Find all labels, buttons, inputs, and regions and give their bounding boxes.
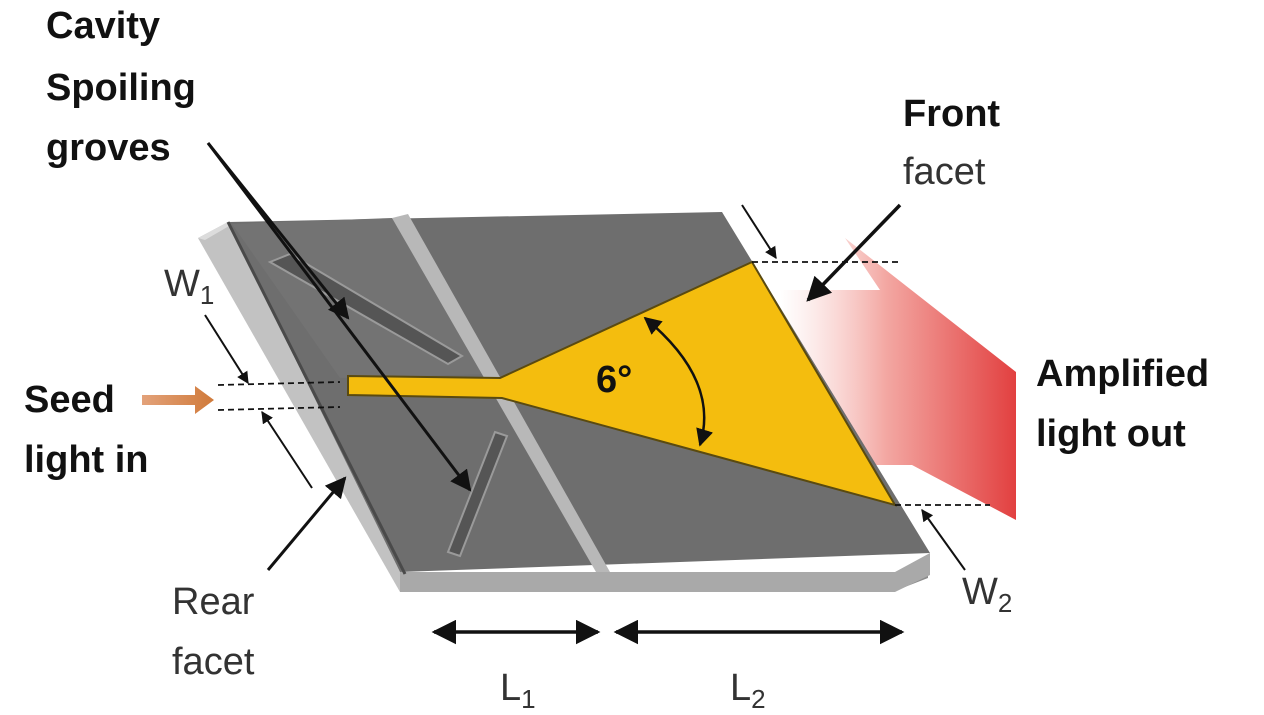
rear-facet-top [198, 222, 236, 240]
w1-dashed-top [217, 381, 341, 386]
l1-main: L [500, 667, 521, 709]
amplified-label-line1: Amplified [1036, 353, 1209, 395]
l2-main: L [730, 667, 751, 709]
l1-label: L1 [500, 667, 536, 714]
chip-front-side [400, 553, 930, 592]
w1-dashed-bottom [217, 406, 341, 411]
seed-light-arrow [142, 386, 214, 414]
angle-label: 6° [596, 359, 632, 401]
front-facet-label-line2: facet [903, 151, 986, 193]
angle-arc [643, 316, 713, 447]
rear-facet-pointer [266, 476, 347, 571]
l2-label: L2 [730, 667, 766, 714]
w1-main: W [164, 263, 200, 305]
rear-facet [198, 222, 400, 592]
l2-subscript: 2 [751, 684, 765, 714]
w1-subscript: 1 [200, 280, 214, 310]
rear-facet-label-line2: facet [172, 641, 255, 683]
cavity-label-line2: Spoiling [46, 67, 196, 109]
rear-edge-line [226, 221, 407, 575]
l1-subscript: 1 [521, 684, 535, 714]
w2-arrow-lower [921, 509, 966, 571]
front-facet-pointer [806, 203, 902, 302]
w2-subscript: 2 [998, 588, 1012, 618]
w1-arrow-upper [204, 314, 249, 385]
w1-arrow-lower [261, 410, 313, 489]
cavity-spoiling-groove-lower [446, 430, 509, 558]
w2-label: W2 [962, 571, 1012, 618]
seed-label-line2: light in [24, 439, 149, 481]
rear-facet-label-line1: Rear [172, 581, 255, 623]
cavity-label-line3: groves [46, 127, 171, 169]
front-facet-label-line1: Front [903, 93, 1000, 135]
groove-pointer-2 [206, 142, 472, 492]
w2-main: W [962, 571, 998, 613]
w1-label: W1 [164, 263, 214, 310]
seed-label-line1: Seed [24, 379, 115, 421]
cavity-label-line1: Cavity [46, 5, 160, 47]
w2-arrow-upper [741, 204, 777, 260]
amplified-label-line2: light out [1036, 413, 1186, 455]
